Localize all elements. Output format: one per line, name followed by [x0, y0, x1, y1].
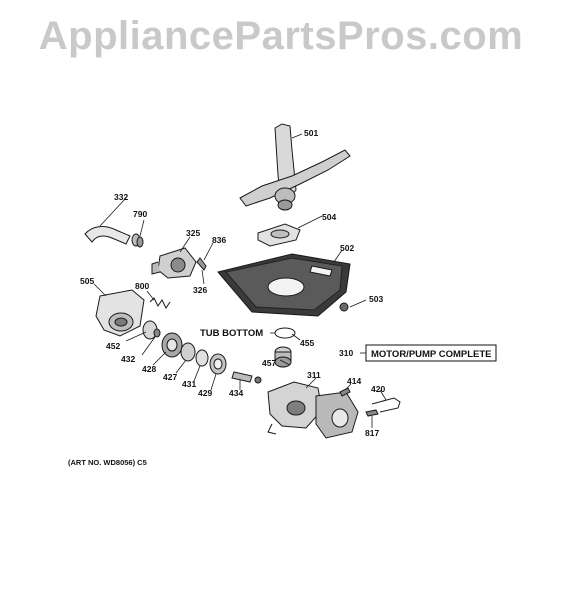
label-431: 431 — [182, 379, 196, 389]
label-311: 311 — [307, 370, 321, 380]
label-310: 310 — [339, 348, 353, 358]
label-420: 420 — [371, 384, 385, 394]
label-325: 325 — [186, 228, 200, 238]
motor-part — [267, 381, 359, 439]
label-432: 432 — [121, 354, 135, 364]
label-504: 504 — [322, 212, 336, 222]
label-455: 455 — [300, 338, 314, 348]
label-503: 503 — [369, 294, 383, 304]
o-ring-part — [274, 327, 296, 339]
label-505: 505 — [80, 276, 94, 286]
motor-pump-complete-callout: MOTOR/PUMP COMPLETE — [371, 349, 492, 360]
impeller-part — [161, 332, 183, 358]
label-790: 790 — [133, 209, 147, 219]
hose-part — [84, 226, 131, 245]
spray-arm-part — [239, 123, 351, 211]
label-414: 414 — [347, 376, 361, 386]
label-332: 332 — [114, 192, 128, 202]
part-labels: 501 332 790 504 325 836 502 505 800 326 … — [80, 128, 492, 438]
pump-housing-part — [95, 289, 145, 337]
spray-arm-cap-part — [257, 223, 301, 247]
label-326: 326 — [193, 285, 207, 295]
shaft-seal-part — [231, 371, 262, 384]
leader-lines — [93, 133, 387, 428]
art-number: (ART NO. WD8056) C5 — [68, 458, 147, 467]
label-427: 427 — [163, 372, 177, 382]
label-429: 429 — [198, 388, 212, 398]
pump-coupler-part — [274, 346, 292, 368]
label-800: 800 — [135, 281, 149, 291]
label-501: 501 — [304, 128, 318, 138]
chopper-part — [180, 342, 196, 362]
nut-part — [339, 302, 349, 312]
hose-clamp-part — [131, 233, 144, 248]
bracket-screw-part — [365, 409, 379, 417]
label-502: 502 — [340, 243, 354, 253]
label-434: 434 — [229, 388, 243, 398]
mounting-screw-part — [339, 387, 351, 397]
label-428: 428 — [142, 364, 156, 374]
pump-seal-part — [209, 353, 227, 375]
spring-part — [149, 297, 171, 309]
label-836: 836 — [212, 235, 226, 245]
wear-ring-part — [195, 349, 209, 367]
watermark: AppliancePartsPros.com — [38, 14, 524, 58]
label-457: 457 — [262, 358, 276, 368]
bracket-part — [371, 397, 401, 413]
valve-part — [151, 247, 197, 279]
motor-pump-box — [365, 344, 497, 362]
label-452: 452 — [106, 341, 120, 351]
tub-bottom-callout: TUB BOTTOM — [200, 328, 263, 339]
label-817: 817 — [365, 428, 379, 438]
filter-screen-part — [217, 253, 351, 317]
screw-part — [196, 257, 207, 271]
gasket-part — [153, 328, 161, 338]
